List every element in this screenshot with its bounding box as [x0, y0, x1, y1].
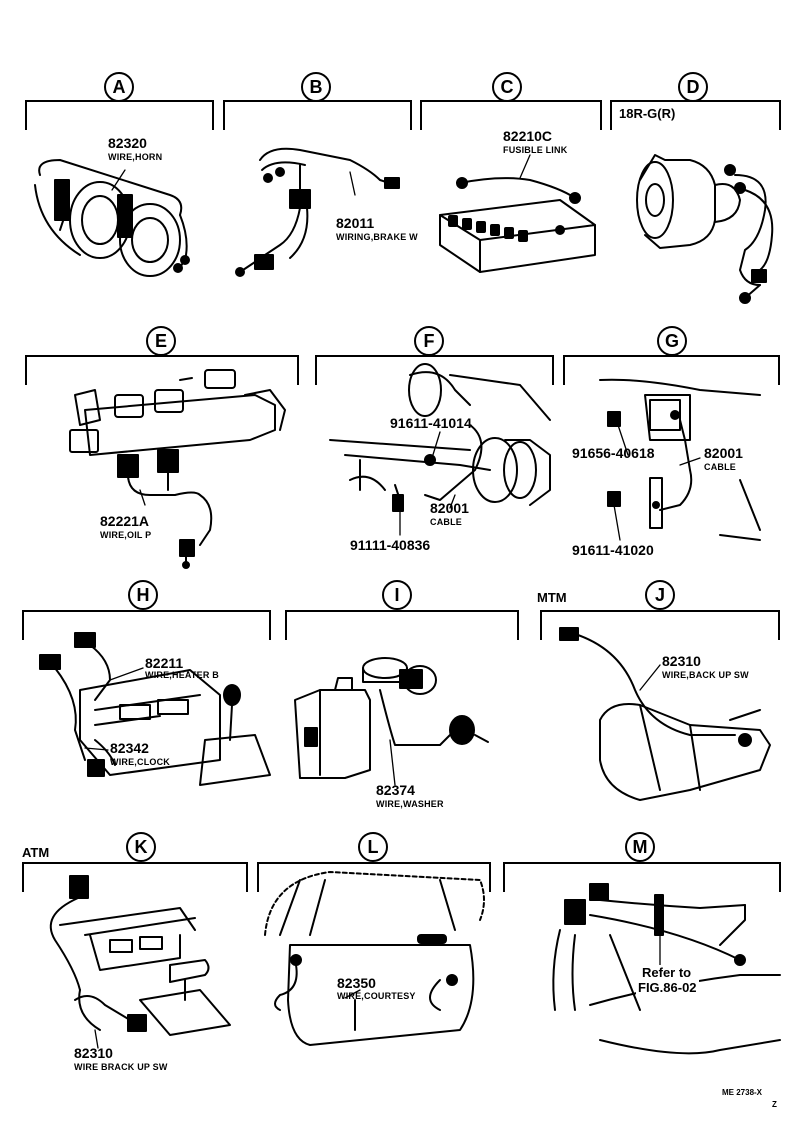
- washer-wire-part-desc: WIRE,WASHER: [376, 799, 444, 809]
- atm-back-up-part-number: 82310: [74, 1045, 113, 1061]
- back-up-sw-part-number: 82310: [662, 653, 701, 669]
- horn-part-desc: WIRE,HORN: [108, 152, 163, 162]
- atm-back-up-part-desc: WIRE BRACK UP SW: [74, 1062, 168, 1072]
- dashboard-wiring-illustration: [39, 632, 271, 786]
- door-illustration: [264, 871, 485, 1046]
- f-cable-part-desc: CABLE: [430, 517, 462, 527]
- section-m-label: M: [625, 832, 655, 862]
- brake-wiring-illustration: [235, 147, 400, 277]
- g-bolt2-part-number: 91611-41020: [572, 542, 654, 558]
- section-c-label: C: [492, 72, 522, 102]
- engine-variant-note: 18R-G(R): [619, 106, 676, 121]
- section-a-bracket: [25, 100, 214, 130]
- reference-line-1: Refer to: [640, 965, 694, 980]
- courtesy-wire-part-desc: WIRE,COURTESY: [337, 991, 416, 1001]
- starter-cable-illustration: [329, 363, 551, 512]
- mtm-variant-label: MTM: [537, 590, 567, 605]
- heater-wire-part-number: 82211: [145, 655, 184, 671]
- atm-variant-label: ATM: [22, 845, 50, 860]
- oil-wire-part-number: 82221A: [100, 513, 150, 529]
- section-g-label: G: [657, 326, 687, 356]
- g-bolt-part-number: 91656-40618: [572, 445, 655, 461]
- oil-pressure-illustration: [69, 369, 286, 569]
- washer-wire-part-number: 82374: [376, 782, 415, 798]
- ground-cable-illustration: [599, 378, 761, 541]
- horn-part-number: 82320: [108, 135, 147, 151]
- reference-line-2: FIG.86-02: [636, 980, 699, 995]
- section-k-label: K: [126, 832, 156, 862]
- section-k-bracket: [22, 862, 248, 892]
- brake-wiring-part-desc: WIRING,BRAKE W: [336, 232, 418, 242]
- section-g-bracket: [563, 355, 780, 385]
- section-i-bracket: [285, 610, 519, 640]
- section-b-label: B: [301, 72, 331, 102]
- clock-wire-part-number: 82342: [110, 740, 149, 756]
- section-i-label: I: [382, 580, 412, 610]
- clock-wire-part-desc: WIRE,CLOCK: [110, 757, 170, 767]
- oil-wire-part-desc: WIRE,OIL P: [100, 530, 152, 540]
- f-bolt-part-number: 91611-41014: [390, 415, 472, 431]
- section-j-label: J: [645, 580, 675, 610]
- horn-illustration: [34, 159, 190, 277]
- section-d-label: D: [678, 72, 708, 102]
- console-illustration: [49, 875, 231, 1036]
- section-h-label: H: [128, 580, 158, 610]
- drawing-code-sub: Z: [772, 1100, 777, 1109]
- section-a-label: A: [104, 72, 134, 102]
- alternator-illustration: [636, 154, 774, 304]
- fusible-link-part-desc: FUSIBLE LINK: [503, 145, 568, 155]
- section-j-bracket: [540, 610, 780, 640]
- g-cable-part-desc: CABLE: [704, 462, 736, 472]
- fusible-link-part-number: 82210C: [503, 128, 553, 144]
- drawing-code: ME 2738-X: [722, 1088, 763, 1097]
- section-m-bracket: [503, 862, 781, 892]
- section-e-bracket: [25, 355, 299, 385]
- courtesy-wire-part-number: 82350: [337, 975, 376, 991]
- f-screw-part-number: 91111-40836: [350, 537, 431, 553]
- section-f-label: F: [414, 326, 444, 356]
- heater-wire-part-desc: WIRE,HEATER B: [145, 670, 219, 680]
- section-e-label: E: [146, 326, 176, 356]
- brake-wiring-part-number: 82011: [336, 215, 375, 231]
- fusible-link-illustration: [439, 177, 596, 273]
- section-l-label: L: [358, 832, 388, 862]
- g-cable-part-number: 82001: [704, 445, 743, 461]
- section-f-bracket: [315, 355, 554, 385]
- transmission-illustration: [559, 627, 771, 801]
- back-up-sw-part-desc: WIRE,BACK UP SW: [662, 670, 749, 680]
- section-l-bracket: [257, 862, 491, 892]
- section-b-bracket: [223, 100, 412, 130]
- section-h-bracket: [22, 610, 271, 640]
- section-c-bracket: [420, 100, 602, 130]
- washer-tank-illustration: [294, 657, 489, 779]
- f-cable-part-number: 82001: [430, 500, 469, 516]
